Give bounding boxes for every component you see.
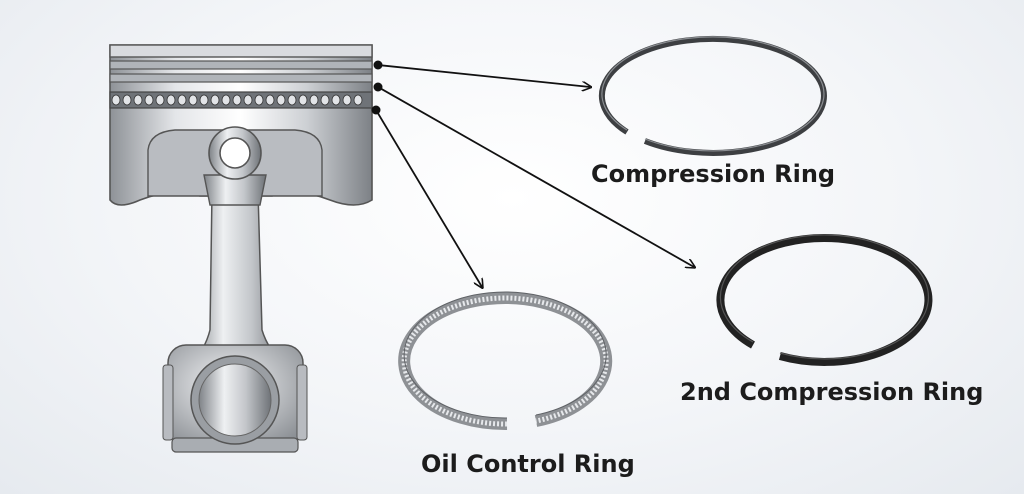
oil-hole (177, 94, 187, 106)
oil-hole (309, 94, 319, 106)
oil-hole (144, 94, 154, 106)
compression-ring-label: Compression Ring (591, 160, 836, 188)
crankpin-bore-inner (198, 363, 272, 437)
oil-hole (188, 94, 198, 106)
oil-hole (199, 94, 209, 106)
oil-hole (320, 94, 330, 106)
oil-hole (276, 94, 286, 106)
oil-hole (298, 94, 308, 106)
oil-hole (232, 94, 242, 106)
oil-hole (331, 94, 341, 106)
oil-hole (342, 94, 352, 106)
arrow-to-oil-control-ring (375, 109, 482, 287)
oil-hole (353, 94, 363, 106)
oil-hole (122, 94, 132, 106)
rod-bolt-right (296, 364, 308, 441)
rod-bolt-left (162, 364, 174, 441)
compression-ring-image (598, 35, 827, 156)
ring-groove-top (109, 60, 373, 70)
oil-hole (254, 94, 264, 106)
second-compression-ring-label: 2nd Compression Ring (680, 378, 984, 406)
piston-assembly (109, 44, 373, 453)
oil-hole (133, 94, 143, 106)
arrow-to-compression-ring (377, 64, 590, 87)
second-compression-ring-image (716, 233, 933, 366)
connecting-rod (188, 191, 287, 366)
oil-hole (243, 94, 253, 106)
ring-groove-second (109, 73, 373, 83)
oil-control-ring-label: Oil Control Ring (421, 450, 635, 478)
wrist-pin (219, 137, 251, 169)
oil-groove-holes (111, 94, 363, 106)
piston-crown (109, 44, 373, 58)
oil-hole (155, 94, 165, 106)
oil-control-ring-image (398, 291, 613, 431)
oil-hole (111, 94, 121, 106)
arrow-to-second-compression-ring (377, 86, 694, 267)
oil-hole (265, 94, 275, 106)
oil-hole (166, 94, 176, 106)
oil-hole (210, 94, 220, 106)
oil-hole (221, 94, 231, 106)
oil-hole (287, 94, 297, 106)
